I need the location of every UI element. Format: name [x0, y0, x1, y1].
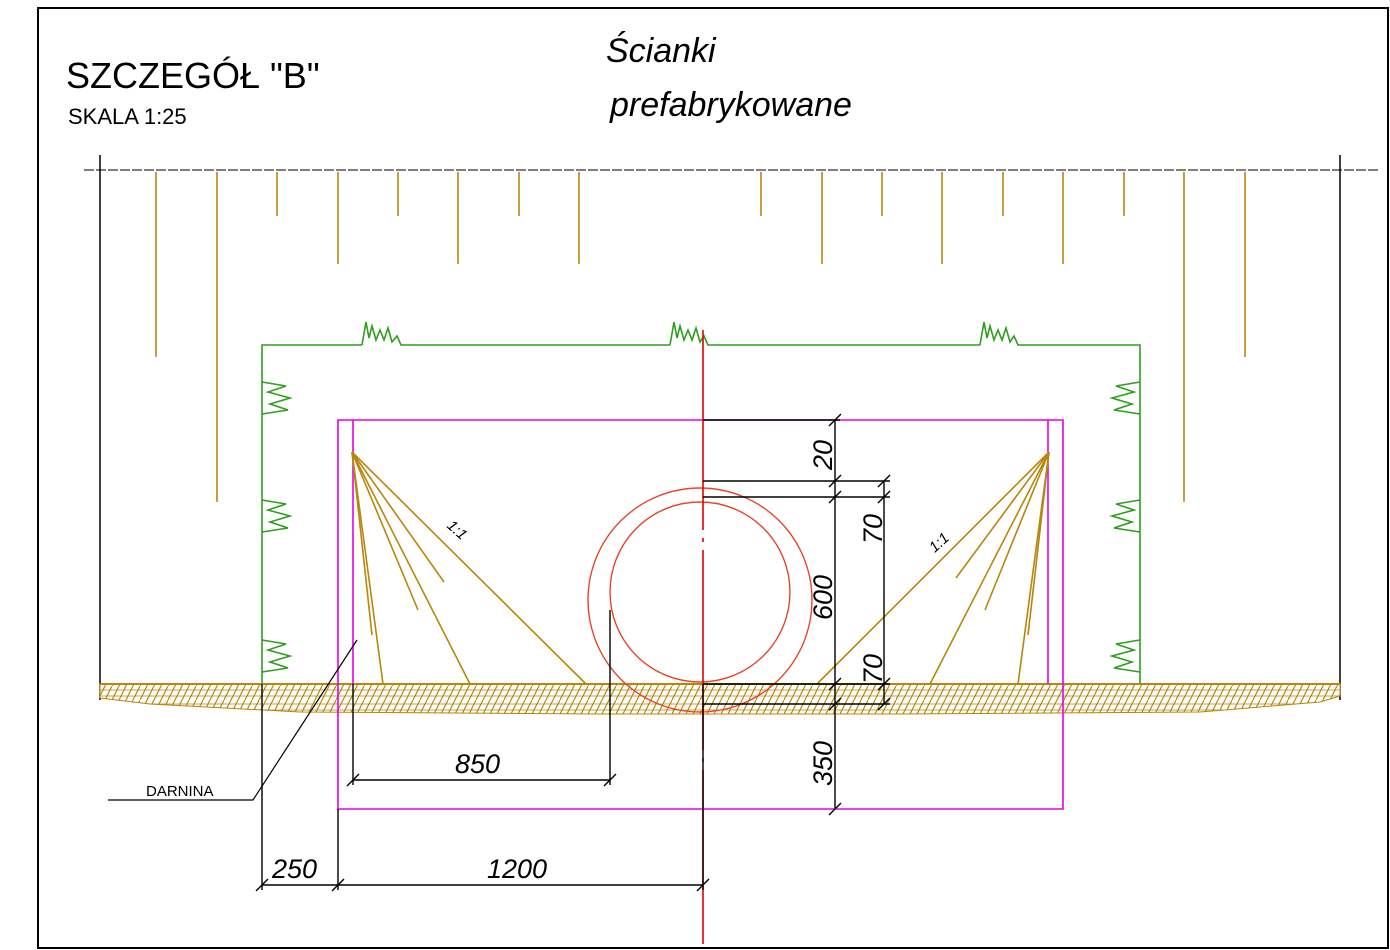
slope-label-left: 1:1: [443, 517, 470, 544]
vertical-dimensions: [703, 413, 891, 816]
grass-outline: [261, 321, 1141, 684]
slope-fan-right: [816, 451, 1050, 685]
dim-70-top: 70: [858, 514, 888, 544]
slope-fan-left: [351, 451, 587, 685]
scale-label: SKALA 1:25: [68, 104, 187, 129]
dim-850: 850: [455, 749, 500, 779]
soil-band: [99, 683, 1341, 715]
earth-hatch-lines: [155, 172, 1246, 502]
drawing-frame: [37, 7, 1389, 949]
dim-1200: 1200: [487, 854, 547, 884]
pipe-outer: [587, 487, 813, 713]
dim-70-bottom: 70: [858, 654, 888, 684]
dim-600: 600: [808, 575, 838, 620]
dim-20: 20: [808, 440, 838, 471]
caption-line-1: Ścianki: [606, 31, 717, 70]
dim-250: 250: [271, 854, 317, 884]
dim-350: 350: [808, 741, 838, 786]
darnina-leader: [108, 639, 358, 801]
prefab-walls: [337, 419, 1064, 810]
darnina-label: DARNINA: [146, 783, 214, 800]
caption-line-2: prefabrykowane: [609, 86, 852, 124]
detail-title: SZCZEGÓŁ "B": [66, 55, 320, 96]
pipe-inner: [609, 501, 791, 683]
